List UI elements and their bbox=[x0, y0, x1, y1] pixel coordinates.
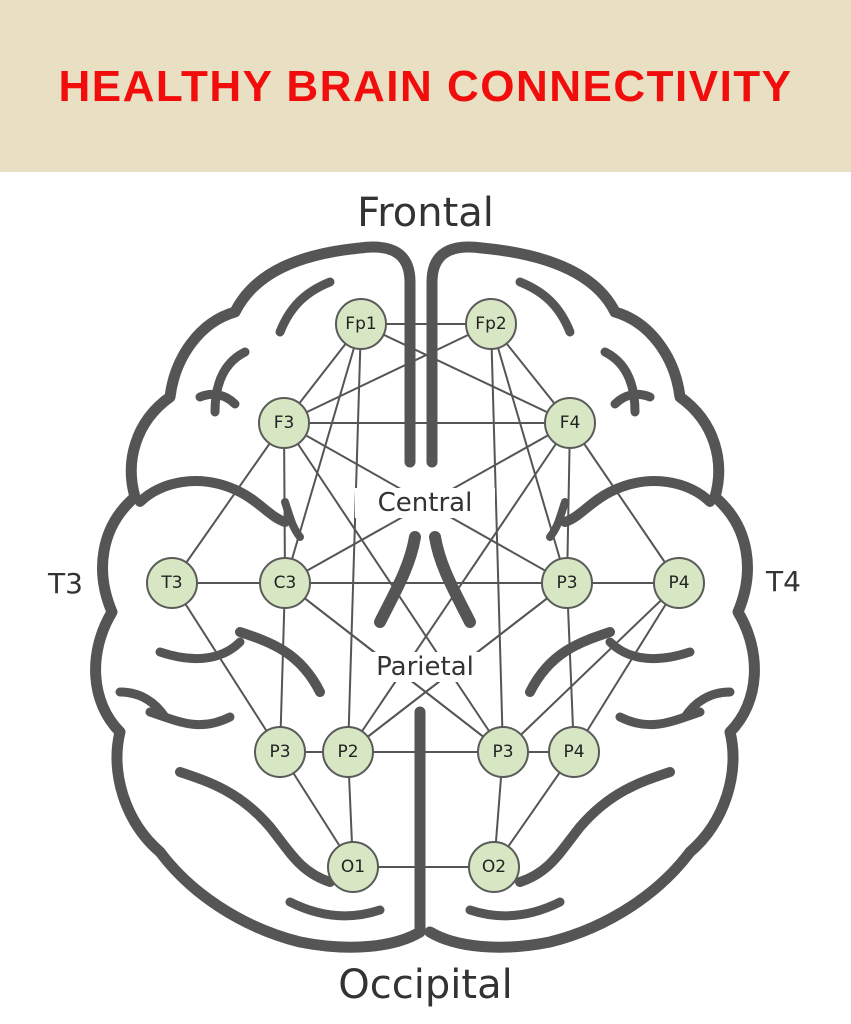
electrode-label: P4 bbox=[563, 742, 584, 762]
electrode-label: T3 bbox=[160, 573, 182, 593]
electrode-circle bbox=[327, 841, 379, 893]
region-label-t4: T4 bbox=[766, 565, 801, 598]
gyrus-right-8 bbox=[515, 767, 675, 887]
region-label-parietal: Parietal bbox=[355, 652, 495, 682]
gyrus-right-6 bbox=[525, 627, 615, 697]
electrode-circle bbox=[653, 557, 705, 609]
electrode-label: Fp2 bbox=[475, 314, 506, 334]
right-hemisphere-outline bbox=[424, 241, 760, 953]
gyrus-left-6 bbox=[235, 627, 325, 697]
gyrus-right-5 bbox=[605, 637, 695, 664]
electrode-label: F3 bbox=[274, 413, 295, 433]
electrode-circle bbox=[477, 726, 529, 778]
electrode-node: F3 bbox=[258, 397, 310, 449]
connection-line bbox=[347, 422, 571, 753]
electrode-circle bbox=[468, 841, 520, 893]
gyrus-right-4 bbox=[560, 476, 715, 527]
connection-line bbox=[284, 323, 362, 584]
electrode-circle bbox=[541, 557, 593, 609]
gyrus-right-10 bbox=[680, 687, 735, 722]
gyrus-left-9 bbox=[285, 897, 385, 921]
gyrus-left-10 bbox=[115, 687, 170, 722]
electrode-circle bbox=[146, 557, 198, 609]
connection-line bbox=[566, 422, 571, 584]
connection-line bbox=[360, 323, 571, 424]
central-sulcus-right bbox=[429, 531, 476, 628]
connection-line bbox=[283, 422, 286, 584]
region-label-frontal: Frontal bbox=[357, 190, 494, 236]
gyrus-left-2 bbox=[210, 347, 250, 417]
gyrus-right-9 bbox=[465, 897, 565, 921]
electrode-circle bbox=[548, 726, 600, 778]
electrode-label: P3 bbox=[269, 742, 290, 762]
region-label-t3: T3 bbox=[48, 567, 83, 600]
electrode-node: Fp1 bbox=[335, 298, 387, 350]
electrode-circle bbox=[254, 726, 306, 778]
electrode-node: T3 bbox=[146, 557, 198, 609]
central-sulcus-left bbox=[374, 531, 421, 628]
brain-outline bbox=[90, 241, 760, 953]
electrode-label: P3 bbox=[492, 742, 513, 762]
electrode-node: P3 bbox=[477, 726, 529, 778]
central-fold-left bbox=[281, 498, 304, 541]
connection-line bbox=[171, 582, 281, 753]
region-label-occipital: Occipital bbox=[338, 962, 513, 1008]
electrode-node: P3 bbox=[254, 726, 306, 778]
electrode-node: P4 bbox=[548, 726, 600, 778]
connection-line bbox=[347, 323, 362, 753]
connection-line bbox=[569, 422, 680, 584]
electrode-label: F4 bbox=[560, 413, 581, 433]
connection-line bbox=[171, 422, 285, 584]
left-hemisphere-outline bbox=[90, 241, 426, 953]
gyrus-right-2 bbox=[600, 347, 640, 417]
electrode-circle bbox=[258, 397, 310, 449]
electrode-node: P2 bbox=[322, 726, 374, 778]
connection-line bbox=[502, 582, 680, 753]
electrode-circle bbox=[335, 298, 387, 350]
connection-line bbox=[573, 582, 680, 753]
connection-line bbox=[283, 323, 492, 424]
electrode-node: Fp2 bbox=[465, 298, 517, 350]
electrode-label: P2 bbox=[337, 742, 358, 762]
electrode-node: O2 bbox=[468, 841, 520, 893]
electrode-label: P4 bbox=[668, 573, 689, 593]
electrode-node: P4 bbox=[653, 557, 705, 609]
electrode-node: P3 bbox=[541, 557, 593, 609]
connection-line bbox=[490, 323, 568, 584]
region-label-central: Central bbox=[355, 488, 495, 518]
electrode-label: O2 bbox=[482, 857, 506, 877]
gyrus-left-1 bbox=[275, 277, 335, 337]
connection-line bbox=[566, 582, 575, 753]
gyrus-left-3 bbox=[195, 389, 240, 409]
page-title: HEALTHY BRAIN CONNECTIVITY bbox=[58, 62, 793, 111]
gyrus-left-4 bbox=[135, 476, 290, 527]
connection-line bbox=[283, 422, 504, 753]
connection-line bbox=[490, 323, 504, 753]
electrode-circle bbox=[465, 298, 517, 350]
gyrus-left-5 bbox=[155, 637, 245, 664]
electrode-label: O1 bbox=[341, 857, 365, 877]
gyrus-right-1 bbox=[515, 277, 575, 337]
electrode-label: C3 bbox=[274, 573, 297, 593]
gyrus-right-3 bbox=[610, 389, 655, 409]
electrode-circle bbox=[259, 557, 311, 609]
title-banner: HEALTHY BRAIN CONNECTIVITY bbox=[0, 0, 851, 172]
connection-line bbox=[279, 582, 286, 753]
electrode-label: Fp1 bbox=[345, 314, 376, 334]
electrode-circle bbox=[322, 726, 374, 778]
electrode-circle bbox=[544, 397, 596, 449]
electrode-node: C3 bbox=[259, 557, 311, 609]
electrode-label: P3 bbox=[556, 573, 577, 593]
electrode-node: F4 bbox=[544, 397, 596, 449]
gyrus-left-8 bbox=[175, 767, 335, 887]
electrode-node: O1 bbox=[327, 841, 379, 893]
